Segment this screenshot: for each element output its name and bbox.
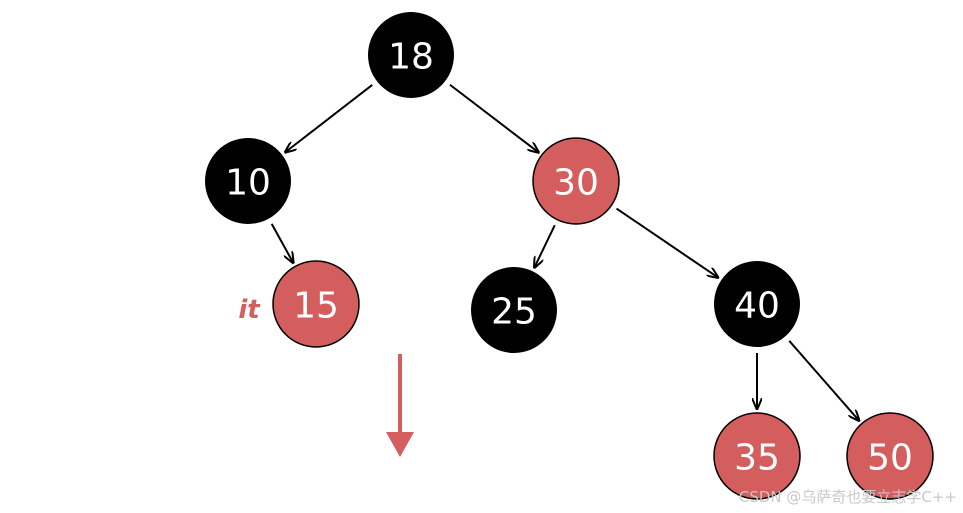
- node-circle-red: [532, 137, 620, 225]
- node-circle-black: [368, 12, 454, 98]
- node-circle-black: [205, 138, 291, 224]
- node-value: 15: [293, 286, 339, 327]
- iterator-move-down-arrow: [386, 354, 414, 457]
- node-value: 50: [867, 438, 913, 479]
- watermark: CSDN @乌萨奇也要立志学C++: [738, 488, 957, 506]
- node-value: 25: [491, 292, 537, 333]
- edge-30-25: [534, 224, 556, 267]
- tree-node-18: 18: [368, 12, 454, 98]
- tree-node-40: 40: [714, 261, 800, 347]
- tree-node-50: 50: [846, 412, 934, 500]
- node-value: 30: [553, 163, 599, 204]
- node-value: 40: [734, 286, 780, 327]
- iterator-label: it: [238, 295, 261, 325]
- edge-40-50: [788, 340, 859, 421]
- edge-18-30: [449, 83, 539, 153]
- edge-18-10: [285, 84, 373, 152]
- node-circle-black: [714, 261, 800, 347]
- tree-node-10: 10: [205, 138, 291, 224]
- node-circle-red: [846, 412, 934, 500]
- node-circle-red: [713, 412, 801, 500]
- tree-edges: [270, 83, 859, 421]
- tree-node-35: 35: [713, 412, 801, 500]
- tree-nodes: 18 10 30 15 25 40 35 50: [205, 12, 934, 500]
- node-value: 10: [225, 163, 271, 204]
- node-circle-black: [471, 267, 557, 353]
- node-value: 35: [734, 438, 780, 479]
- tree-node-15: 15: [272, 260, 360, 348]
- tree-node-25: 25: [471, 267, 557, 353]
- node-value: 18: [388, 37, 434, 78]
- tree-node-30: 30: [532, 137, 620, 225]
- node-circle-red: [272, 260, 360, 348]
- edge-30-40: [615, 207, 719, 278]
- edge-10-15: [270, 223, 294, 263]
